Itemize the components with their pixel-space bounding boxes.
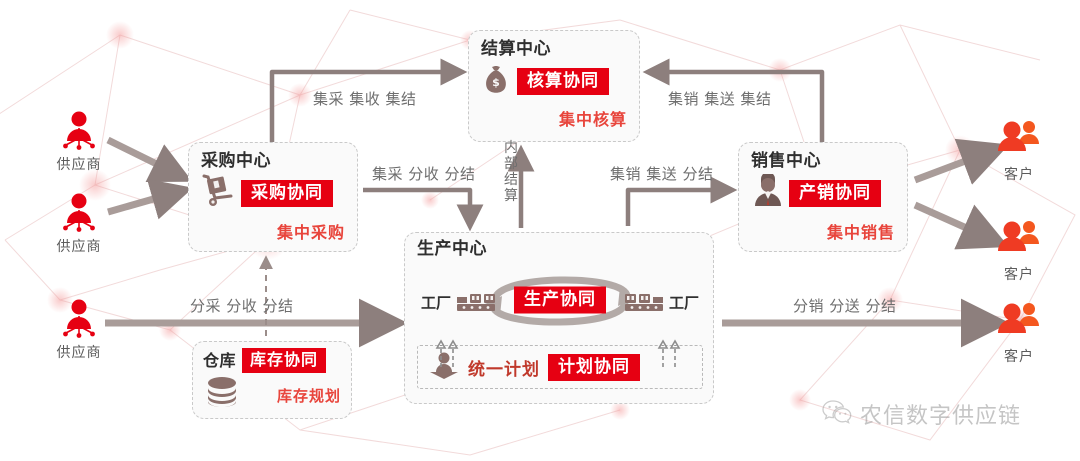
plan-badge: 计划协同: [548, 353, 640, 381]
purchase-badge: 采购协同: [241, 180, 333, 207]
salesperson-icon: [751, 172, 785, 213]
production-center-title: 生产中心: [417, 239, 487, 259]
watermark-text: 农信数字供应链: [860, 404, 1022, 429]
supplier-1-label: 供应商: [56, 157, 102, 173]
sales-center-title: 销售中心: [751, 151, 821, 171]
factory-icon: [454, 285, 498, 320]
supplier-1[interactable]: 供应商: [36, 108, 122, 174]
sales-badge: 产销协同: [789, 180, 881, 207]
hand-truck-icon: [201, 174, 237, 213]
production-badge: 生产协同: [514, 286, 606, 314]
purchase-center-title: 采购中心: [201, 151, 271, 171]
money-bag-icon: $: [481, 63, 511, 100]
factory-icon: [622, 285, 666, 320]
supplier-person-icon: [36, 108, 122, 152]
factory-left: 工厂: [421, 285, 498, 320]
supplier-2[interactable]: 供应商: [36, 190, 122, 256]
customer-1[interactable]: 客户: [976, 118, 1062, 184]
production-center-card[interactable]: 生产中心 工厂: [404, 232, 714, 404]
customer-group-icon: [976, 300, 1062, 344]
customer-3[interactable]: 客户: [976, 300, 1062, 366]
supplier-3-label: 供应商: [56, 345, 102, 361]
supplier-person-icon: [36, 296, 122, 340]
customer-2-label: 客户: [1004, 267, 1034, 283]
customer-3-label: 客户: [1004, 349, 1034, 365]
settlement-center-title: 结算中心: [481, 39, 551, 59]
svg-text:$: $: [492, 76, 500, 89]
flow-label-sales-to-settlement: 集销 集送 集结: [668, 90, 772, 108]
cycle-arrows-icon: [485, 276, 635, 326]
settlement-subtitle: 集中核算: [558, 110, 627, 129]
wechat-icon: [822, 399, 852, 430]
purchase-subtitle: 集中采购: [276, 223, 345, 242]
customer-2[interactable]: 客户: [976, 218, 1062, 284]
factory-left-label: 工厂: [421, 294, 452, 312]
flow-label-production-to-sales: 集销 集送 分结: [610, 165, 714, 183]
flow-label-purchase-to-production: 集采 分收 分结: [372, 165, 476, 183]
production-cycle-area: 工厂: [417, 259, 703, 341]
customer-group-icon: [976, 218, 1062, 262]
warehouse-title: 仓库: [203, 350, 237, 370]
plan-to-factory-right-arrow: [657, 339, 681, 367]
warehouse-badge: 库存协同: [242, 348, 327, 373]
customer-group-icon: [976, 118, 1062, 162]
flow-label-supplier-to-production: 分采 分收 分结: [190, 297, 294, 315]
customer-1-label: 客户: [1004, 167, 1034, 183]
stacked-disks-icon: [203, 375, 241, 412]
warehouse-subtitle: 库存规划: [276, 387, 341, 405]
supplier-3[interactable]: 供应商: [36, 296, 122, 362]
supplier-person-icon: [36, 190, 122, 234]
plan-person-icon: [428, 350, 460, 385]
settlement-center-card[interactable]: 结算中心 $ 核算协同 集中核算: [468, 30, 640, 142]
flow-label-purchase-to-settlement: 集采 集收 集结: [313, 90, 417, 108]
flow-label-internal-settlement: 内部结算: [504, 140, 518, 204]
factory-right: 工厂: [622, 285, 699, 320]
sales-subtitle: 集中销售: [826, 223, 895, 242]
sales-center-card[interactable]: 销售中心 产销协同 集中销售: [738, 142, 908, 252]
supplier-2-label: 供应商: [56, 239, 102, 255]
unified-plan-box[interactable]: 统一计划 计划协同: [417, 345, 703, 389]
watermark: 农信数字供应链: [822, 398, 1021, 430]
settlement-badge: 核算协同: [517, 68, 609, 95]
unified-plan-label: 统一计划: [468, 359, 540, 380]
factory-right-label: 工厂: [668, 294, 699, 312]
purchase-center-card[interactable]: 采购中心 采购协同 集中采购: [188, 142, 358, 252]
flow-label-production-to-customer: 分销 分送 分结: [793, 297, 897, 315]
plan-to-factory-left-arrow: [435, 339, 459, 367]
warehouse-card[interactable]: 仓库 库存协同 库存规划: [192, 341, 352, 419]
